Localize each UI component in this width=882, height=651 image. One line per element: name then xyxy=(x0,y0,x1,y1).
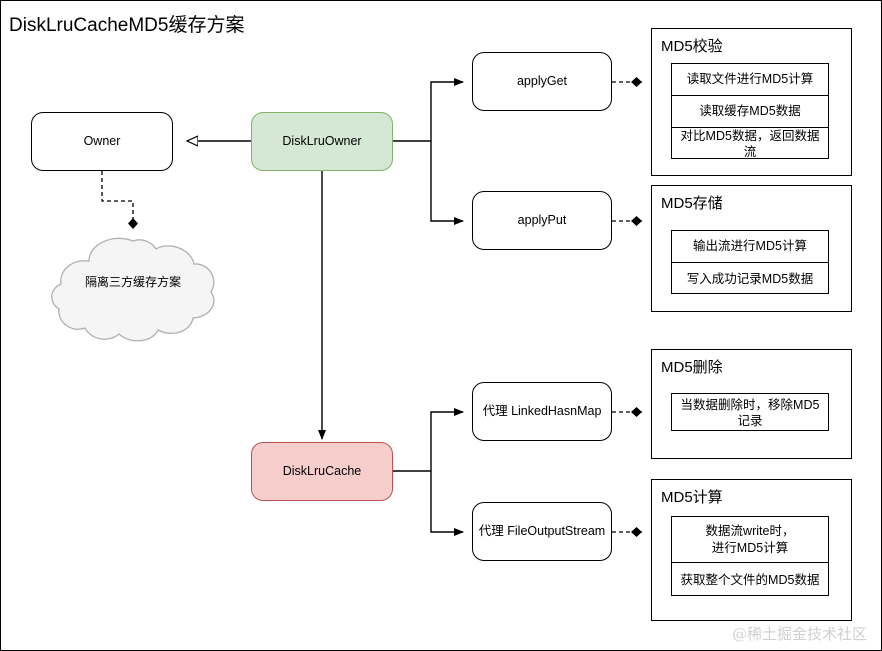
node-disk-lru-cache-label: DiskLruCache xyxy=(282,463,362,478)
node-apply-get-label: applyGet xyxy=(516,73,568,88)
node-proxy-linked-hashmap-label: 代理 LinkedHasnMap xyxy=(482,403,602,418)
edge-owner-to-applyget xyxy=(430,78,464,141)
panel-row: 当数据删除时，移除MD5记录 xyxy=(680,397,820,428)
panel-md5-verify-title: MD5校验 xyxy=(661,38,723,55)
node-proxy-linked-hashmap[interactable]: 代理 LinkedHasnMap xyxy=(472,382,612,441)
panel-md5-store-list: 输出流进行MD5计算 写入成功记录MD5数据 xyxy=(671,230,829,294)
panel-md5-compute-list: 数据流write时， 进行MD5计算 获取整个文件的MD5数据 xyxy=(671,516,829,596)
node-disk-lru-cache[interactable]: DiskLruCache xyxy=(251,442,393,501)
panel-md5-delete-title: MD5删除 xyxy=(661,359,723,376)
panel-row: 读取文件进行MD5计算 xyxy=(672,64,828,96)
panel-row: 输出流进行MD5计算 xyxy=(672,231,828,263)
node-apply-get[interactable]: applyGet xyxy=(472,52,612,111)
node-apply-put[interactable]: applyPut xyxy=(472,191,612,250)
node-apply-put-label: applyPut xyxy=(517,212,567,227)
panel-md5-verify-list: 读取文件进行MD5计算 读取缓存MD5数据 对比MD5数据，返回数据流 xyxy=(671,63,829,159)
panel-row: 获取整个文件的MD5数据 xyxy=(680,572,820,587)
node-owner-label: Owner xyxy=(83,133,121,148)
node-disk-lru-owner-label: DiskLruOwner xyxy=(282,133,362,148)
node-disk-lru-owner[interactable]: DiskLruOwner xyxy=(251,112,393,171)
panel-row: 对比MD5数据，返回数据流 xyxy=(680,128,820,159)
watermark: @稀土掘金技术社区 xyxy=(731,625,867,643)
node-owner[interactable]: Owner xyxy=(31,112,173,171)
node-proxy-file-output-stream[interactable]: 代理 FileOutputStream xyxy=(472,502,612,561)
panel-md5-compute-title: MD5计算 xyxy=(661,489,723,506)
panel-row: 数据流write时， 进行MD5计算 xyxy=(672,517,828,563)
edge-owner-to-cloud xyxy=(101,171,138,229)
edge-cache-to-fileoutputstream xyxy=(430,471,464,536)
panel-md5-store-title: MD5存储 xyxy=(661,195,723,212)
node-proxy-file-output-stream-label: 代理 FileOutputStream xyxy=(478,523,606,538)
panel-row: 写入成功记录MD5数据 xyxy=(686,271,814,286)
panel-row: 读取缓存MD5数据 xyxy=(672,96,828,128)
page-title: DiskLruCacheMD5缓存方案 xyxy=(9,15,245,36)
edge-owner-to-applyput xyxy=(430,141,464,225)
cloud-label: 隔离三方缓存方案 xyxy=(84,275,181,289)
panel-md5-delete-list: 当数据删除时，移除MD5记录 xyxy=(671,393,829,431)
edge-cache-to-linkedhashmap xyxy=(430,408,464,471)
